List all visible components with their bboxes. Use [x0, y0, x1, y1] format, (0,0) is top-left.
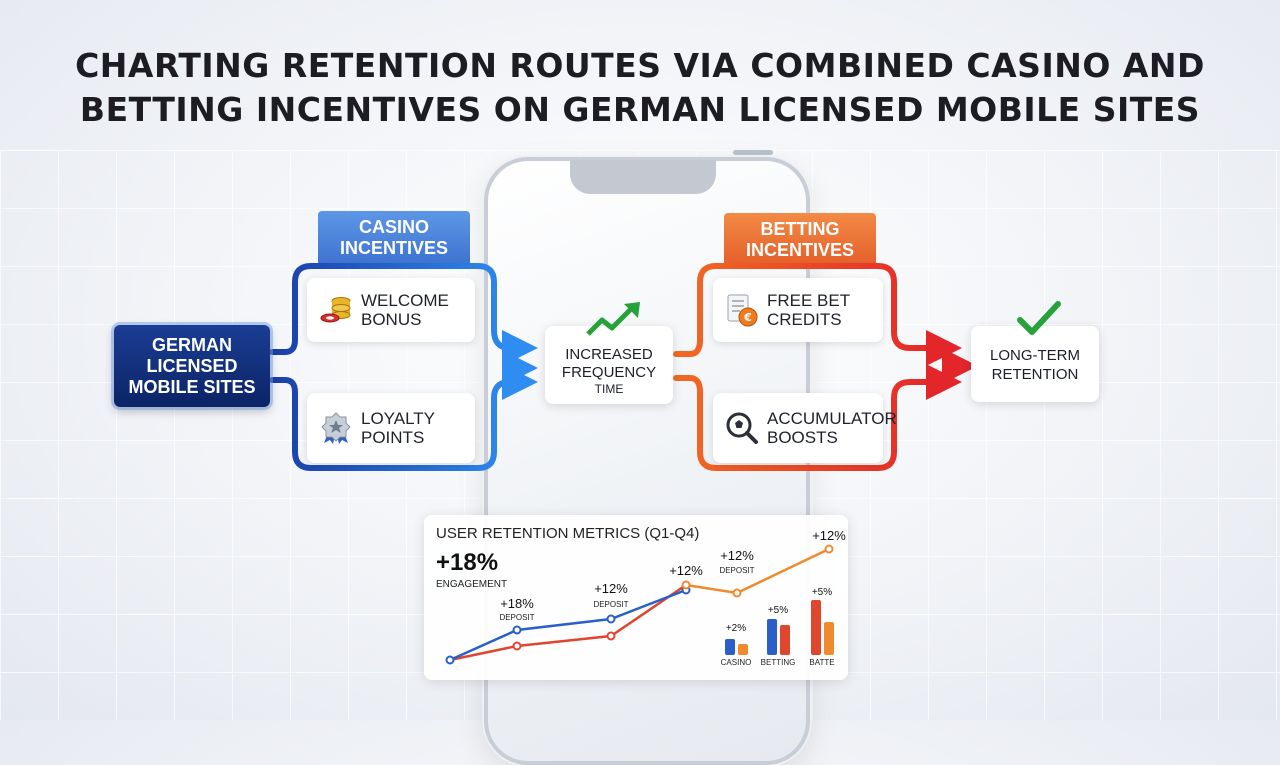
page-title: CHARTING RETENTION ROUTES VIA COMBINED C… [0, 44, 1280, 132]
free-bet-credits-label: FREE BET CREDITS [767, 291, 850, 329]
line-label-sub: DEPOSIT [719, 566, 754, 575]
point-red-1 [606, 631, 616, 641]
bar-value: +2% [726, 623, 746, 634]
line-label-sub: DEPOSIT [593, 600, 628, 609]
metrics-title: USER RETENTION METRICS (Q1-Q4) [436, 525, 700, 542]
bar-0-1 [738, 644, 748, 655]
bar-value: +5% [812, 587, 832, 598]
series-line-orange [685, 547, 830, 595]
line-label-value: +12% [812, 528, 846, 543]
line-label-value: +12% [594, 581, 628, 596]
time-label: TIME [594, 382, 624, 396]
flow-betting-upper [673, 263, 962, 366]
trend-up-arrow-icon [586, 302, 640, 336]
accumulator-boosts-label: ACCUMULATOR BOOSTS [767, 409, 897, 447]
free-bet-credits-card: € FREE BET CREDITS [713, 278, 883, 342]
line-label-sub: DEPOSIT [499, 613, 534, 622]
point-orange-2 [824, 544, 834, 554]
bet-slip-euro-icon: € [727, 294, 758, 327]
point-orange-1 [732, 588, 742, 598]
line-label-value: +18% [500, 596, 534, 611]
phone-notch [570, 160, 716, 194]
bar-label: BETTING [761, 658, 796, 667]
football-magnifier-icon [726, 412, 758, 444]
casino-chips-icon [320, 297, 351, 323]
point-blue-2 [606, 614, 616, 624]
increased-frequency-label: INCREASED FREQUENCY [561, 346, 657, 381]
flow-casino-upper [269, 263, 538, 366]
bar-1-1 [780, 625, 790, 655]
welcome-bonus-label: WELCOME BONUS [361, 291, 449, 329]
welcome-bonus-card: WELCOME BONUS [307, 278, 475, 342]
german-licensed-sites-node: GERMAN LICENSED MOBILE SITES [114, 325, 270, 407]
phone-sensor [733, 150, 773, 155]
casino-incentives-tab: CASINO INCENTIVES [318, 211, 470, 263]
title-line-2: BETTING INCENTIVES ON GERMAN LICENSED MO… [79, 90, 1201, 129]
retention-metrics-panel: USER RETENTION METRICS (Q1-Q4) +18% ENGA… [424, 515, 848, 680]
checkmark-icon [1017, 301, 1061, 335]
increased-frequency-node: INCREASED FREQUENCY TIME [545, 326, 673, 404]
point-blue-1 [512, 625, 522, 635]
engagement-value: +18% [436, 549, 499, 576]
loyalty-points-label: LOYALTY POINTS [361, 409, 435, 447]
long-term-retention-label: LONG-TERM RETENTION [990, 347, 1080, 383]
svg-text:€: € [743, 311, 752, 324]
bar-value: +5% [768, 605, 788, 616]
accumulator-boosts-card: ACCUMULATOR BOOSTS [713, 393, 897, 463]
bar-0-0 [725, 639, 735, 655]
source-label: GERMAN LICENSED MOBILE SITES [128, 334, 256, 397]
loyalty-badge-icon [321, 412, 351, 444]
flow-betting-lower [673, 364, 962, 471]
series-line-red [449, 583, 687, 662]
loyalty-points-card: LOYALTY POINTS [307, 393, 475, 463]
betting-incentives-tab: BETTING INCENTIVES [724, 213, 876, 263]
bar-2-1 [824, 622, 834, 655]
metrics-chart: +18% DEPOSIT +12% DEPOSIT +12% +12% DEPOSIT +12… [445, 528, 846, 667]
line-label-value: +12% [720, 548, 754, 563]
bar-label: CASINO [721, 658, 752, 667]
point-orange-0 [681, 580, 691, 590]
line-label-value: +12% [669, 563, 703, 578]
series-line-blue [449, 588, 687, 662]
flow-arrows [269, 263, 978, 471]
title-line-1: CHARTING RETENTION ROUTES VIA COMBINED C… [75, 46, 1205, 85]
long-term-retention-node: LONG-TERM RETENTION [971, 326, 1099, 402]
point-red-0 [512, 641, 522, 651]
bar-1-0 [767, 619, 777, 655]
bar-2-0 [811, 600, 821, 655]
point-blue-0 [445, 655, 455, 665]
engagement-label: ENGAGEMENT [436, 579, 508, 590]
flow-casino-lower [269, 364, 538, 471]
bar-label: BATTE [809, 658, 834, 667]
